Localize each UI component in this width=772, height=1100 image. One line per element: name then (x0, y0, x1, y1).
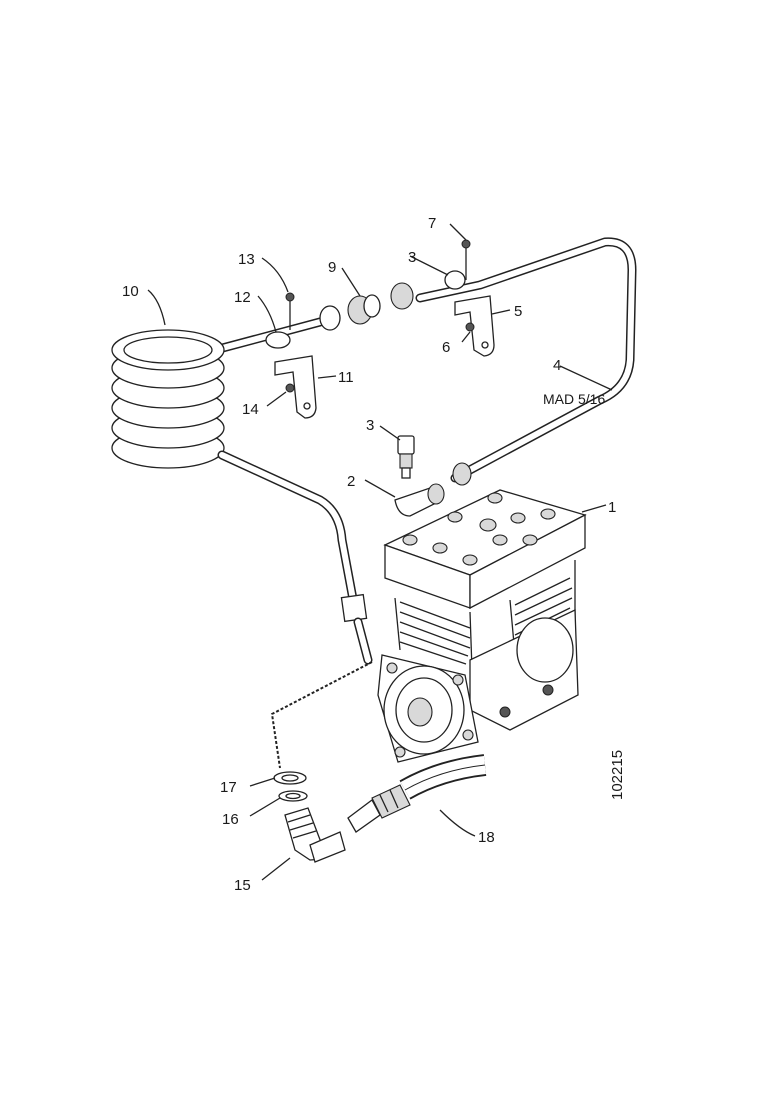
callout-14: 14 (242, 401, 259, 418)
assembly-line (270, 661, 373, 769)
bracket-11 (274, 355, 317, 419)
callout-17: 17 (220, 779, 237, 796)
fitting-nut-9 (319, 282, 414, 331)
callout-2: 2 (347, 473, 355, 490)
callout-16: 16 (222, 811, 239, 828)
clamp-12 (265, 292, 295, 349)
callout-18: 18 (478, 829, 495, 846)
callout-3-fitting: 3 (366, 417, 374, 434)
callout-10: 10 (122, 283, 139, 300)
fitting-3 (397, 435, 415, 479)
bracket-5 (454, 295, 495, 357)
callout-15: 15 (234, 877, 251, 894)
tube-marking: MAD 5/16 (543, 391, 605, 407)
clamp-8 (444, 239, 471, 290)
leader-lines (147, 223, 613, 881)
callout-13: 13 (238, 251, 255, 268)
callout-3-clamp: 3 (408, 249, 416, 266)
coil-outlet-tube (217, 450, 373, 665)
callout-labels: 1 2 3 3 4 5 6 7 9 10 11 12 13 14 15 16 1… (122, 215, 626, 894)
callout-5: 5 (514, 303, 522, 320)
callout-7: 7 (428, 215, 436, 232)
washer-17 (273, 771, 307, 785)
callout-11: 11 (338, 369, 354, 386)
callout-1: 1 (608, 499, 616, 516)
callout-9: 9 (328, 259, 336, 276)
callout-6: 6 (442, 339, 450, 356)
callout-4: 4 (553, 357, 561, 374)
hose-18 (347, 754, 487, 833)
washer-16 (278, 790, 308, 802)
elbow-15 (284, 807, 346, 863)
compressor (377, 489, 587, 763)
cooling-coil (111, 329, 225, 469)
reference-number: 102215 (609, 750, 626, 800)
elbow-2 (394, 462, 472, 517)
callout-12: 12 (234, 289, 251, 306)
discharge-tube (415, 237, 637, 483)
